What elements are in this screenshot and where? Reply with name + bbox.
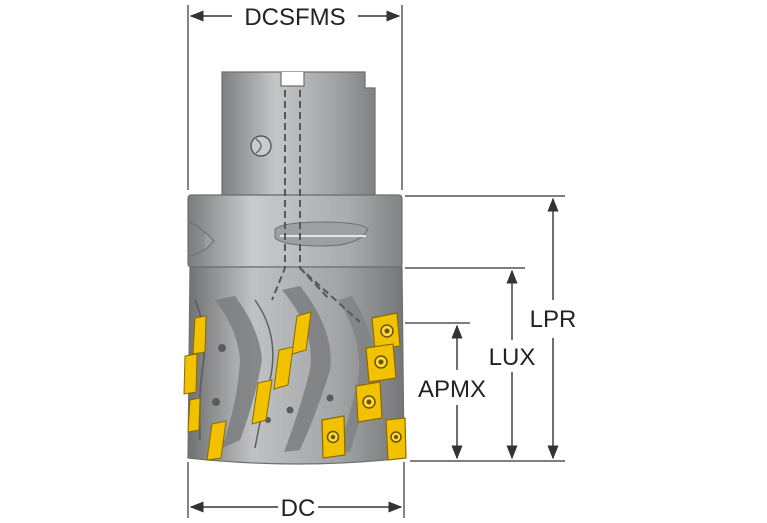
insert-right-3 — [355, 381, 383, 423]
coolant-channels — [271, 90, 361, 323]
insert-front-1 — [291, 311, 312, 355]
shank — [221, 71, 376, 196]
label-dcsfms: DCSFMS — [244, 4, 345, 31]
insert-front-2 — [273, 346, 294, 390]
dimension-dcsfms: DCSFMS — [189, 4, 401, 31]
dimension-lux: LUX — [489, 269, 536, 460]
insert-bottom-mid — [321, 415, 346, 459]
insert-left-top — [192, 315, 207, 355]
insert-right-2 — [365, 343, 397, 383]
insert-right-1 — [371, 312, 401, 351]
label-lpr: LPR — [530, 306, 577, 333]
label-apmx: APMX — [418, 376, 486, 403]
extension-lines — [187, 5, 565, 518]
collar — [187, 194, 403, 268]
label-lux: LUX — [489, 344, 536, 371]
insert-front-3 — [251, 379, 273, 425]
insert-bottom-right — [385, 417, 407, 461]
insert-left-mid — [183, 353, 198, 395]
dimension-dc: DC — [189, 495, 403, 522]
insert-bottom-left — [206, 420, 227, 461]
label-dc: DC — [281, 495, 316, 522]
dimension-apmx: APMX — [418, 324, 486, 460]
dimension-lpr: LPR — [530, 197, 577, 460]
inserts — [183, 311, 407, 461]
insert-left-low — [187, 397, 201, 433]
